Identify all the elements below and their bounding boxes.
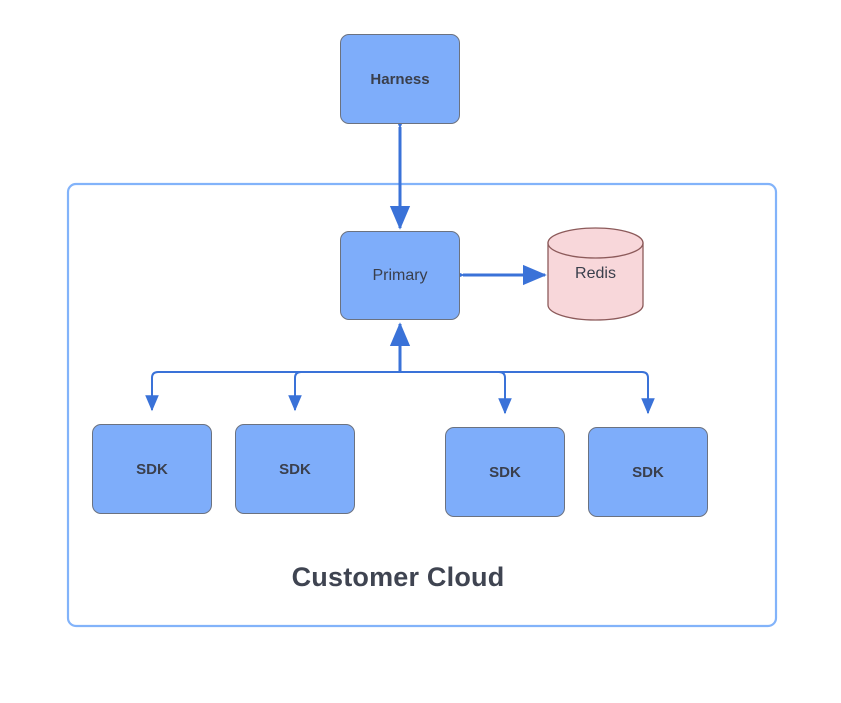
connector-bus-sdk-4 (400, 371, 655, 415)
node-redis-label: Redis (575, 265, 616, 282)
connector-bus-sdk-3 (400, 371, 512, 415)
node-redis[interactable]: Redis (548, 243, 643, 305)
node-sdk-1[interactable]: SDK (92, 424, 212, 514)
node-sdk-3[interactable]: SDK (445, 427, 565, 517)
node-harness-label: Harness (370, 70, 430, 88)
customer-cloud-group-border (66, 182, 778, 628)
connector-bus-sdk-1 (145, 371, 400, 412)
redis-cylinder-shape (547, 227, 644, 321)
node-sdk-3-label: SDK (489, 463, 521, 481)
node-sdk-2-label: SDK (279, 460, 311, 478)
node-sdk-4-label: SDK (632, 463, 664, 481)
connector-bus-sdk-2 (288, 371, 400, 412)
node-harness[interactable]: Harness (340, 34, 460, 124)
node-sdk-1-label: SDK (136, 460, 168, 478)
node-sdk-4[interactable]: SDK (588, 427, 708, 517)
node-sdk-2[interactable]: SDK (235, 424, 355, 514)
node-primary-label: Primary (372, 266, 428, 284)
customer-cloud-title: Customer Cloud (291, 562, 505, 592)
node-primary[interactable]: Primary (340, 231, 460, 320)
